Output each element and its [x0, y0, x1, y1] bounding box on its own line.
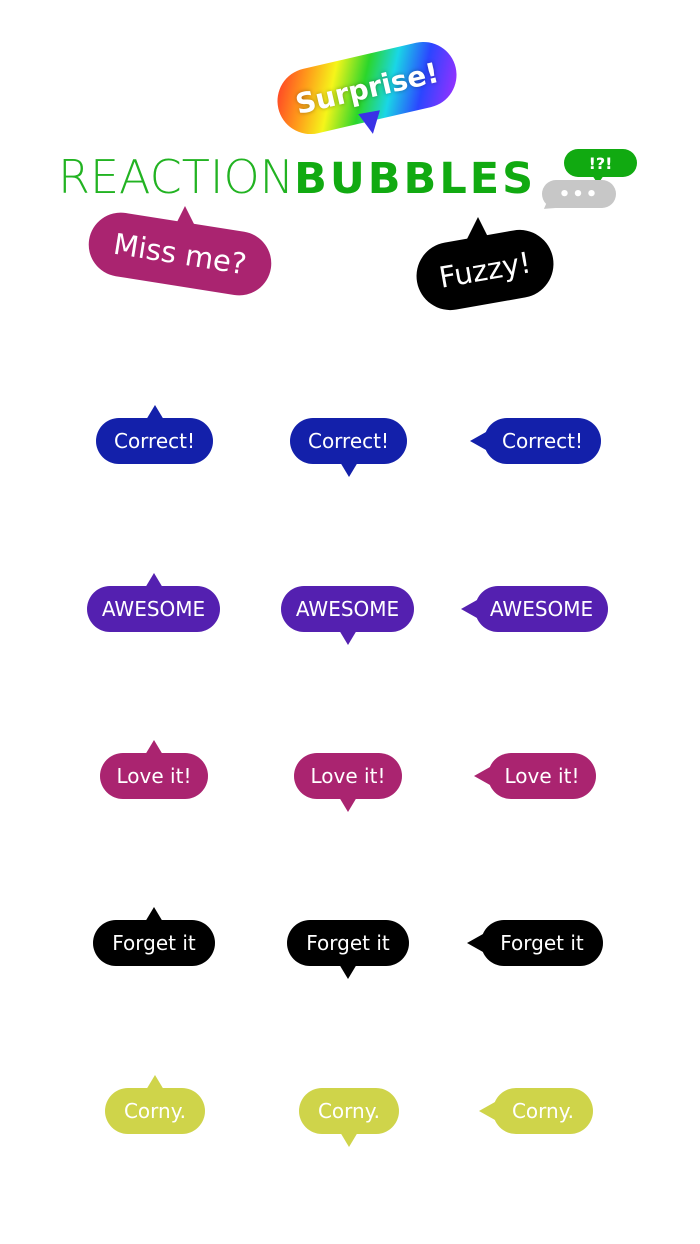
miss-me-label: Miss me? — [111, 226, 249, 282]
bubble-awesome-tail-top[interactable]: AWESOME — [87, 573, 220, 632]
bubble-love-it-tail-left[interactable]: Love it! — [474, 753, 596, 799]
bubble-label: Corny. — [511, 1099, 575, 1123]
bubble-label: Love it! — [504, 764, 580, 788]
bubble-label: AWESOME — [295, 597, 400, 621]
bubble-corny-tail-bottom[interactable]: Corny. — [299, 1088, 399, 1147]
bubble-correct-tail-left[interactable]: Correct! — [470, 418, 601, 464]
bubble-label: AWESOME — [489, 597, 594, 621]
bubble-corny-tail-top[interactable]: Corny. — [105, 1075, 205, 1134]
bubble-label: Love it! — [116, 764, 192, 788]
bubble-love-it-tail-top[interactable]: Love it! — [100, 740, 208, 799]
tail-bottom — [339, 964, 357, 979]
tail-bottom — [338, 630, 357, 645]
tail-left — [467, 934, 483, 952]
bubble-forget-it-tail-bottom[interactable]: Forget it — [287, 920, 409, 979]
exclaim-bubble-body[interactable]: !?! — [564, 149, 637, 177]
tail-bottom — [339, 462, 358, 477]
tail-top — [146, 1075, 164, 1090]
surprise-label: Surprise! — [292, 55, 442, 121]
bubble-corny-tail-left[interactable]: Corny. — [479, 1088, 593, 1134]
tail-left — [470, 432, 486, 450]
bubble-label: AWESOME — [101, 597, 206, 621]
typing-dots-icon: ••• — [558, 183, 600, 205]
tail-left — [461, 600, 477, 618]
bubble-label: Forget it — [306, 931, 390, 955]
bubble-awesome-tail-left[interactable]: AWESOME — [461, 586, 608, 632]
bubble-label: Correct! — [501, 429, 583, 453]
bubble-love-it-tail-bottom[interactable]: Love it! — [294, 753, 402, 812]
tail-bottom — [339, 797, 357, 812]
bubble-label: Forget it — [500, 931, 584, 955]
miss-me-bubble-body[interactable]: Miss me? — [84, 208, 276, 300]
tail-top — [144, 573, 163, 588]
tail-top — [145, 740, 163, 755]
title-reaction: REACTION — [58, 150, 295, 204]
bubble-correct-tail-bottom[interactable]: Correct! — [290, 418, 407, 477]
fuzzy-bubble-tail — [467, 217, 489, 239]
bubble-label: Corny. — [317, 1099, 381, 1123]
typing-bubble-body[interactable]: ••• — [542, 180, 616, 208]
bubble-label: Corny. — [123, 1099, 187, 1123]
bubble-correct-tail-top[interactable]: Correct! — [96, 405, 213, 464]
bubble-label: Correct! — [113, 429, 195, 453]
tail-top — [145, 405, 164, 420]
exclaim-label: !?! — [588, 153, 613, 173]
tail-left — [474, 767, 490, 785]
bubble-label: Forget it — [112, 931, 196, 955]
fuzzy-label: Fuzzy! — [436, 245, 534, 295]
bubble-label: Love it! — [310, 764, 386, 788]
bubble-label: Correct! — [307, 429, 389, 453]
bubble-forget-it-tail-top[interactable]: Forget it — [93, 907, 215, 966]
tail-bottom — [340, 1132, 358, 1147]
bubble-forget-it-tail-left[interactable]: Forget it — [467, 920, 603, 966]
bubble-awesome-tail-bottom[interactable]: AWESOME — [281, 586, 414, 645]
exclaim-bubble-tail — [592, 175, 604, 184]
title-bubbles: BUBBLES — [294, 154, 537, 204]
tail-left — [479, 1102, 495, 1120]
surprise-bubble-tail — [358, 110, 384, 136]
fuzzy-bubble-body[interactable]: Fuzzy! — [411, 224, 559, 316]
tail-top — [145, 907, 163, 922]
